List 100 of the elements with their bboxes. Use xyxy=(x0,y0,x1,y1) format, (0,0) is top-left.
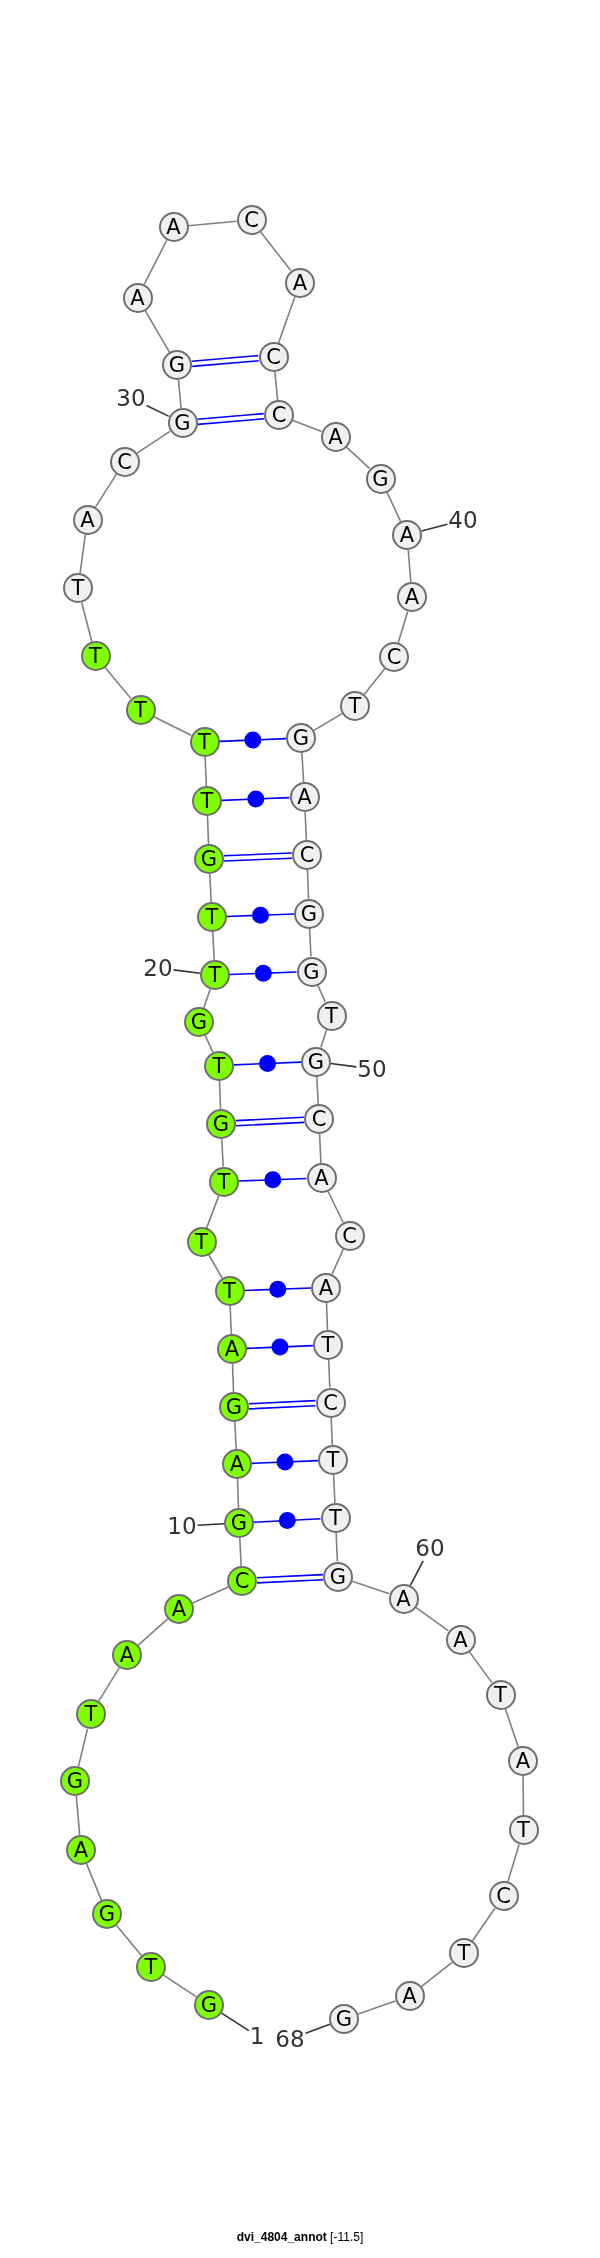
backbone-line xyxy=(468,1650,493,1684)
nucleotide-circle: T xyxy=(136,1952,166,1982)
backbone-line xyxy=(187,220,238,227)
nucleotide-circle: C xyxy=(292,840,322,870)
backbone-line xyxy=(313,712,343,732)
base-pair-line xyxy=(190,354,260,368)
nucleotide-circle: T xyxy=(209,1166,239,1197)
backbone-line xyxy=(507,1843,520,1883)
nucleotide-circle: T xyxy=(200,960,230,990)
caption: dvi_4804_annot [-11.5] xyxy=(236,2230,364,2245)
backbone-line xyxy=(357,2000,397,2015)
base-pair-line xyxy=(253,1512,322,1529)
nucleotide-circle: G xyxy=(329,2004,359,2034)
nucleotide-circle: C xyxy=(227,1566,257,1596)
backbone-line xyxy=(177,379,182,409)
nucleotide-circle: A xyxy=(311,1272,341,1303)
nucleotide-circle: C xyxy=(334,1220,365,1251)
backbone-line xyxy=(79,533,87,574)
backbone-line xyxy=(231,1363,235,1393)
base-pair-line xyxy=(235,1116,305,1127)
nucleotide-circle: A xyxy=(122,282,153,313)
backbone-line xyxy=(274,371,279,401)
nucleotide-circle: T xyxy=(449,1938,479,1968)
backbone-line xyxy=(414,1606,450,1632)
leader-line xyxy=(330,1062,358,1068)
nucleotide-circle: C xyxy=(258,342,289,372)
nucleotide-circle: A xyxy=(72,504,103,535)
base-pair-line xyxy=(256,1573,324,1584)
backbone-line xyxy=(205,1194,220,1229)
backbone-line xyxy=(136,430,171,454)
nucleotide-circle: C xyxy=(264,400,294,430)
nucleotide-circle: G xyxy=(206,1109,236,1139)
nucleotide-circle: T xyxy=(313,1330,343,1360)
nucleotide-circle: G xyxy=(219,1392,249,1422)
nucleotide-circle: A xyxy=(112,1640,142,1670)
nucleotide-circle: C xyxy=(315,1387,346,1418)
nucleotide-circle: G xyxy=(365,463,396,494)
backbone-line xyxy=(331,1248,345,1275)
backbone-line xyxy=(115,1924,143,1957)
nucleotide-circle: T xyxy=(125,695,156,725)
backbone-line xyxy=(77,1727,89,1768)
backbone-line xyxy=(229,1305,233,1335)
backbone-line xyxy=(85,1863,103,1901)
backbone-line xyxy=(316,1075,319,1105)
backbone-line xyxy=(98,1667,120,1702)
backbone-line xyxy=(75,1795,81,1836)
nucleotide-circle: C xyxy=(488,1881,519,1911)
backbone-line xyxy=(292,419,323,433)
nucleotide-circle: T xyxy=(340,691,370,721)
nucleotide-circle: T xyxy=(508,1815,539,1845)
leader-line xyxy=(196,1523,225,1526)
backbone-line xyxy=(153,715,192,737)
nucleotide-circle: G xyxy=(286,723,316,753)
backbone-line xyxy=(332,1474,336,1504)
nucleotide-circle: A xyxy=(289,782,320,812)
backbone-line xyxy=(325,1301,329,1331)
nucleotide-circle: T xyxy=(189,727,220,757)
nucleotide-circle: G xyxy=(60,1766,90,1796)
backbone-line xyxy=(363,667,386,696)
nucleotide-circle: A xyxy=(445,1624,476,1655)
nucleotide-circle: G xyxy=(294,898,324,929)
nucleotide-circle: G xyxy=(167,408,198,438)
nucleotide-circle: T xyxy=(76,1699,106,1729)
nucleotide-circle: G xyxy=(323,1561,353,1592)
nucleotide-circle: T xyxy=(204,1050,234,1081)
base-pair-line xyxy=(221,790,291,808)
backbone-line xyxy=(104,666,132,700)
position-number: 60 xyxy=(415,1536,445,1560)
backbone-line xyxy=(308,927,312,958)
nucleotide-circle: G xyxy=(184,1007,214,1037)
position-number: 50 xyxy=(357,1057,387,1081)
base-pair-line xyxy=(243,1280,312,1298)
nucleotide-circle: A xyxy=(508,1746,538,1776)
backbone-line xyxy=(94,473,118,508)
backbone-line xyxy=(335,1532,339,1563)
position-number: 10 xyxy=(167,1514,197,1538)
nucleotide-circle: G xyxy=(194,1990,224,2020)
backbone-line xyxy=(203,988,211,1009)
nucleotide-circle: A xyxy=(392,520,422,550)
nucleotide-circle: C xyxy=(379,642,409,672)
backbone-line xyxy=(218,1079,222,1110)
backbone-line xyxy=(301,752,305,783)
nucleotide-circle: A xyxy=(285,267,315,298)
backbone-line xyxy=(144,309,171,353)
nucleotide-circle: A xyxy=(158,212,189,242)
nucleotide-circle: A xyxy=(394,1981,425,2011)
backbone-line xyxy=(204,1034,214,1053)
nucleotide-circle: C xyxy=(236,205,267,235)
leader-line xyxy=(145,404,170,418)
nucleotide-circle: T xyxy=(318,1445,348,1475)
nucleotide-circle: A xyxy=(222,1449,252,1479)
backbone-line xyxy=(420,1961,453,1988)
nucleotide-circle: C xyxy=(304,1104,334,1134)
backbone-line xyxy=(351,1580,391,1595)
nucleotide-circle: A xyxy=(164,1594,194,1624)
base-pair-line xyxy=(246,1338,314,1356)
backbone-line xyxy=(80,601,93,643)
nucleotide-circle: C xyxy=(109,446,140,477)
backbone-line xyxy=(259,231,292,272)
nucleotide-circle: A xyxy=(66,1835,96,1865)
